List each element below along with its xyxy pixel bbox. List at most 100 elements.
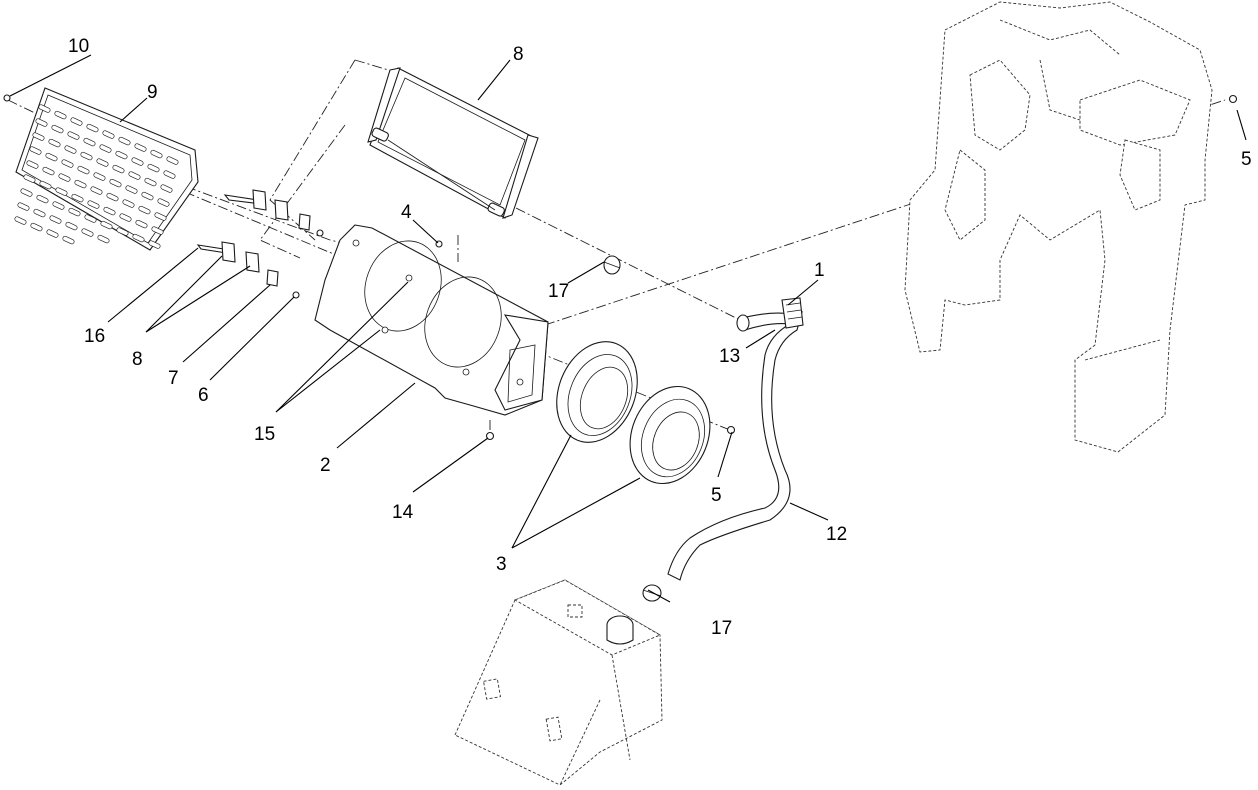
hydraulic-tank-ghost bbox=[454, 579, 663, 786]
grille-slot bbox=[90, 186, 103, 195]
grille-slot bbox=[141, 191, 154, 201]
grille-slot bbox=[97, 234, 110, 244]
fan-assembly-front bbox=[556, 341, 638, 443]
grille-slot bbox=[17, 202, 30, 211]
grille-slot bbox=[134, 143, 147, 152]
fan-assembly-rear bbox=[629, 385, 711, 485]
grille-slot bbox=[116, 227, 129, 236]
grille-slot bbox=[35, 118, 48, 127]
fan-shroud-bracket bbox=[314, 224, 549, 416]
grille-slot bbox=[151, 226, 164, 235]
callout-5-fan: 5 bbox=[711, 485, 722, 506]
grille-slot bbox=[125, 185, 138, 194]
callout-16: 16 bbox=[84, 326, 105, 347]
grille-slot bbox=[87, 200, 100, 209]
grille-slot bbox=[65, 221, 78, 231]
callout-6: 6 bbox=[198, 385, 209, 406]
grille-slot bbox=[118, 136, 131, 146]
grille-slot bbox=[54, 110, 67, 120]
grille-slot bbox=[29, 146, 42, 155]
grille-slot bbox=[144, 177, 157, 187]
grille-slot bbox=[26, 160, 39, 169]
grille-slot bbox=[49, 215, 62, 224]
grille-slot bbox=[51, 124, 64, 134]
callout-4: 4 bbox=[401, 202, 412, 223]
grille-slot bbox=[100, 220, 113, 230]
grille-slot bbox=[150, 149, 163, 159]
grille-slot bbox=[38, 104, 51, 113]
grille-slot bbox=[163, 170, 176, 179]
grille-slot bbox=[39, 180, 52, 190]
grille-slot bbox=[55, 187, 68, 196]
screw-11 bbox=[3, 94, 11, 102]
callout-2: 2 bbox=[320, 455, 331, 476]
clamp-bracket-set bbox=[196, 189, 324, 299]
callout-10: 9 bbox=[147, 82, 158, 103]
grille-slot bbox=[131, 157, 144, 166]
grille-slot bbox=[96, 158, 109, 167]
machine-frame-ghost bbox=[904, 1, 1213, 453]
callout-13: 13 bbox=[719, 346, 740, 367]
grille-slot bbox=[71, 193, 84, 203]
grille-slot bbox=[148, 240, 161, 249]
callout-17-lower: 17 bbox=[711, 618, 732, 639]
hose-clamp-lower bbox=[642, 584, 662, 602]
grille-slot bbox=[30, 222, 43, 232]
grille-screen bbox=[14, 87, 199, 251]
grille-slot bbox=[83, 137, 96, 147]
grille-slot bbox=[93, 172, 106, 181]
nut-5-lower bbox=[726, 425, 736, 435]
leader-lines bbox=[9, 54, 1247, 603]
grille-slot bbox=[147, 163, 160, 173]
grille-slot bbox=[14, 216, 27, 225]
grille-slot bbox=[109, 178, 122, 188]
grille-slot bbox=[74, 179, 87, 189]
grille-slot bbox=[112, 164, 125, 174]
callout-17-upper: 17 bbox=[548, 281, 569, 302]
grille-slot bbox=[119, 213, 132, 222]
grille-slot bbox=[115, 150, 128, 160]
grille-slot bbox=[33, 208, 46, 218]
grille-slot bbox=[61, 159, 74, 168]
grille-slot bbox=[86, 123, 99, 133]
grille-slot bbox=[103, 206, 116, 216]
grille-slot bbox=[62, 235, 75, 245]
grille-slot bbox=[106, 192, 119, 202]
grille-slot bbox=[160, 184, 173, 193]
grille-slot bbox=[48, 138, 61, 148]
grille-slot bbox=[132, 233, 145, 243]
grille-slot bbox=[68, 207, 81, 217]
callout-5-frame: 5 bbox=[1241, 149, 1252, 170]
grille-slot bbox=[166, 156, 179, 165]
callout-7: 7 bbox=[168, 368, 179, 389]
grille-slot bbox=[64, 145, 77, 154]
callout-1: 1 bbox=[814, 260, 825, 281]
grille-slots bbox=[14, 104, 179, 249]
hose-clamp-upper bbox=[603, 255, 621, 275]
grille-slot bbox=[99, 144, 112, 153]
callout-labels: 10 9 8 4 5 1 17 13 16 8 7 6 15 2 14 5 12… bbox=[68, 36, 1252, 639]
grille-slot bbox=[122, 199, 135, 208]
grille-slot bbox=[128, 171, 141, 180]
callout-9: 8 bbox=[513, 44, 524, 65]
callout-8: 8 bbox=[132, 349, 143, 370]
grille-slot bbox=[154, 212, 167, 221]
grille-slot bbox=[138, 205, 151, 215]
screw-14 bbox=[485, 431, 495, 441]
callout-3: 3 bbox=[496, 554, 507, 575]
grille-slot bbox=[23, 174, 36, 183]
grille-slot bbox=[45, 152, 58, 162]
grille-slot bbox=[67, 131, 80, 140]
nut-5-right bbox=[1228, 94, 1238, 104]
hydraulic-hose bbox=[667, 311, 803, 581]
grille-slot bbox=[36, 194, 49, 204]
callout-15: 15 bbox=[254, 424, 275, 445]
grille-slot bbox=[77, 165, 90, 175]
grille-slot bbox=[135, 219, 148, 229]
callout-12: 12 bbox=[826, 524, 847, 545]
callout-14: 14 bbox=[392, 502, 414, 523]
grille-slot bbox=[157, 198, 170, 207]
grille-slot bbox=[20, 188, 33, 197]
